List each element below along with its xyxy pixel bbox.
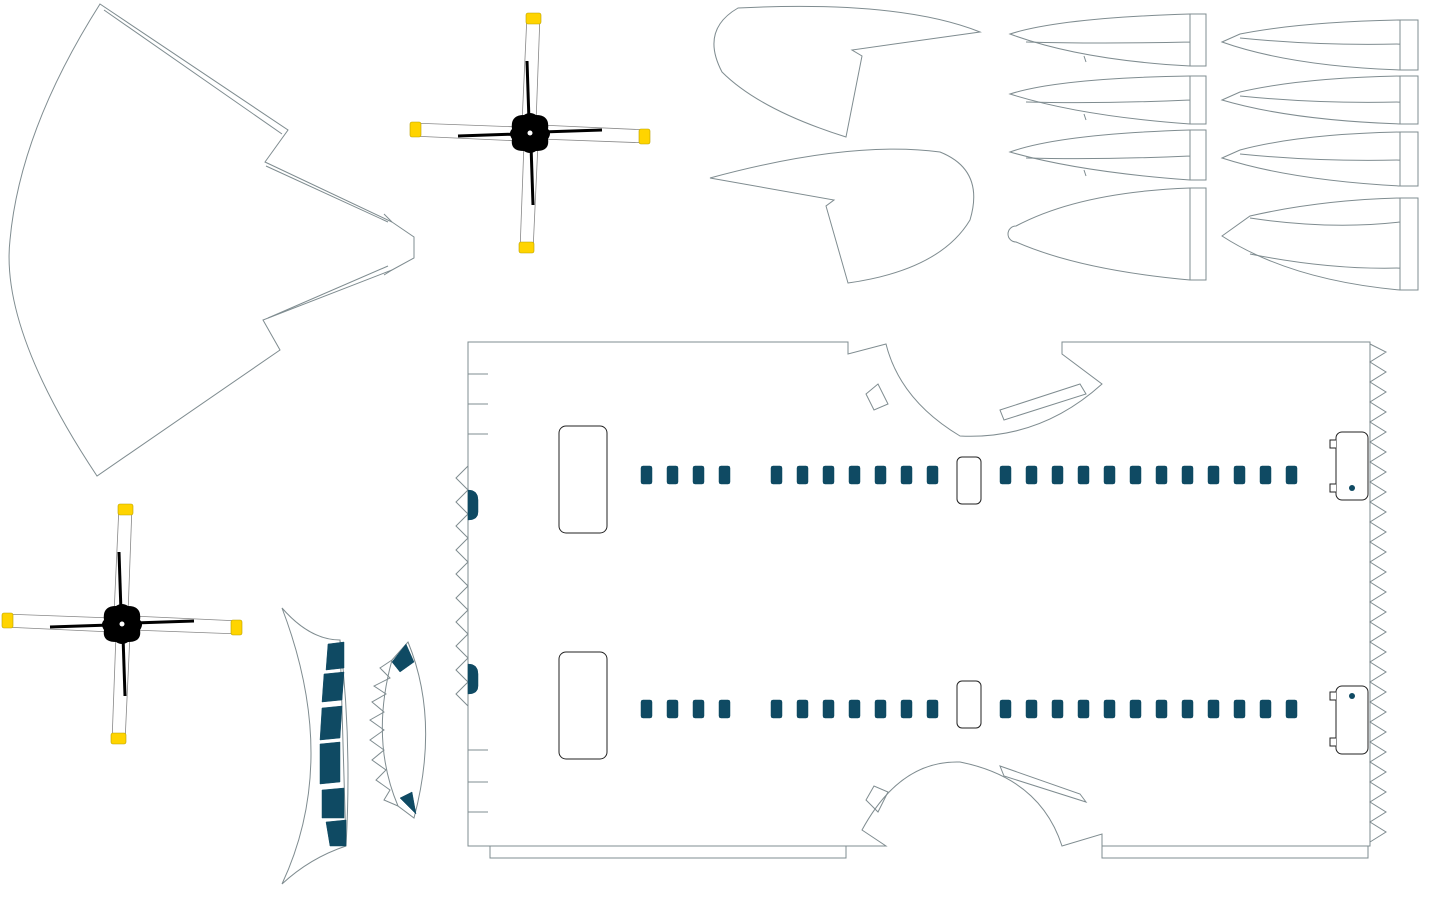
passenger-window (926, 465, 939, 485)
passenger-window (666, 465, 679, 485)
rear-door-lower (1329, 685, 1369, 755)
passenger-window (1285, 699, 1298, 719)
passenger-window (999, 465, 1012, 485)
nose-piece-canopy (369, 641, 427, 819)
passenger-window (999, 699, 1012, 719)
passenger-window (796, 465, 809, 485)
passenger-window (1259, 465, 1272, 485)
passenger-window (874, 465, 887, 485)
prop-blade (131, 615, 243, 636)
passenger-window (1129, 465, 1142, 485)
passenger-window (822, 465, 835, 485)
front-door-upper (558, 425, 608, 534)
front-door-lower (558, 651, 608, 760)
prop-blade (409, 121, 521, 142)
passenger-window (1181, 465, 1194, 485)
window-row-lower (640, 699, 1298, 719)
passenger-window (1181, 699, 1194, 719)
cockpit-window-upper (467, 489, 479, 521)
tail-fin-upper (713, 5, 982, 138)
fuselage-piece (455, 341, 1388, 859)
passenger-window (1285, 465, 1298, 485)
passenger-window (1077, 699, 1090, 719)
passenger-window (718, 699, 731, 719)
passenger-window (848, 465, 861, 485)
passenger-window (926, 699, 939, 719)
passenger-window (1207, 699, 1220, 719)
passenger-window (796, 699, 809, 719)
window-row-upper (640, 465, 1298, 485)
passenger-window (692, 699, 705, 719)
passenger-window (900, 465, 913, 485)
passenger-window (1103, 465, 1116, 485)
passenger-window (666, 699, 679, 719)
wing-piece (8, 3, 415, 477)
rear-door-upper (1329, 431, 1369, 501)
passenger-window (770, 699, 783, 719)
propeller-bottom (1, 503, 243, 745)
prop-blade (539, 124, 651, 145)
passenger-window (770, 465, 783, 485)
passenger-window (1233, 465, 1246, 485)
passenger-window (900, 699, 913, 719)
prop-blade (1, 612, 113, 633)
prop-blade (110, 633, 131, 745)
passenger-window (1025, 699, 1038, 719)
passenger-window (1051, 465, 1064, 485)
passenger-window (1155, 699, 1168, 719)
passenger-window (1025, 465, 1038, 485)
nacelle-piece-left-4 (1007, 187, 1207, 281)
passenger-window (1103, 699, 1116, 719)
nacelle-piece-right-1 (1220, 19, 1419, 71)
glue-tabs-left (455, 465, 469, 707)
prop-blade (113, 503, 134, 615)
passenger-window (822, 699, 835, 719)
nacelle-piece-right-2 (1220, 75, 1419, 125)
passenger-window (1233, 699, 1246, 719)
nacelle-piece-left-1 (1008, 13, 1207, 67)
passenger-window (848, 699, 861, 719)
passenger-window (640, 465, 653, 485)
prop-blade (518, 142, 539, 254)
cockpit-window-lower (467, 663, 479, 695)
passenger-window (1129, 699, 1142, 719)
glue-tabs-right (1369, 343, 1388, 843)
tail-fin-lower (709, 148, 975, 284)
mid-door-lower (956, 680, 982, 729)
passenger-window (640, 699, 653, 719)
nacelle-piece-left-3 (1008, 129, 1207, 181)
passenger-window (1259, 699, 1272, 719)
prop-blade (521, 12, 542, 124)
nacelle-piece-right-4 (1221, 197, 1419, 291)
nose-piece-windows (281, 607, 349, 885)
mid-door-upper (956, 456, 982, 505)
passenger-window (1207, 465, 1220, 485)
passenger-window (692, 465, 705, 485)
passenger-window (1155, 465, 1168, 485)
passenger-window (718, 465, 731, 485)
nacelle-piece-right-3 (1220, 131, 1419, 187)
passenger-window (874, 699, 887, 719)
passenger-window (1051, 699, 1064, 719)
propeller-top (409, 12, 651, 254)
passenger-window (1077, 465, 1090, 485)
nacelle-piece-left-2 (1008, 75, 1207, 125)
